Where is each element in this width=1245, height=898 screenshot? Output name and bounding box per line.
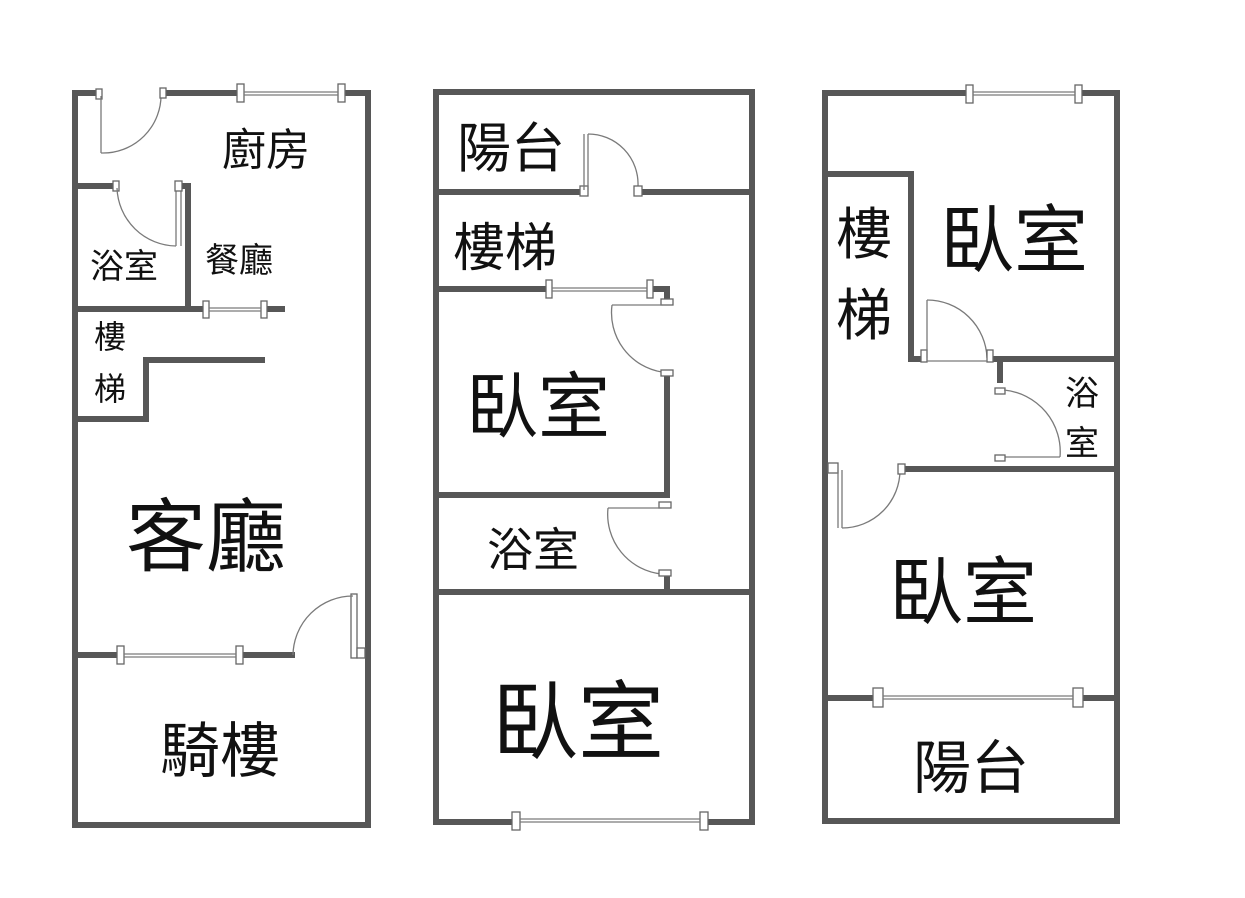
dining-window[interactable] (202, 300, 268, 319)
living-room-label: 客廳 (126, 491, 286, 584)
bedroom-lower-door[interactable] (827, 462, 906, 529)
balcony-window[interactable] (872, 687, 1084, 708)
kitchen-entry-door[interactable] (95, 87, 167, 154)
balcony-door[interactable] (579, 133, 643, 197)
arcade-label: 騎樓 (160, 717, 280, 787)
arcade-window[interactable] (116, 645, 244, 665)
bathroom-label: 浴室 (90, 247, 158, 287)
bathroom-label-bottom: 室 (1065, 424, 1099, 464)
dining-label: 餐廳 (205, 241, 273, 281)
bedroom-lower-label: 臥室 (889, 550, 1037, 636)
bathroom-door[interactable] (607, 501, 672, 577)
bedroom-upper-label: 臥室 (940, 198, 1088, 284)
kitchen-label: 廚房 (222, 125, 310, 176)
balcony-label: 陽台 (913, 734, 1029, 802)
stairs-label: 樓梯 (453, 219, 557, 279)
stairs-label-bottom: 梯 (94, 370, 126, 408)
bedroom-upper-door[interactable] (610, 298, 674, 377)
living-room-front-door[interactable] (292, 593, 366, 659)
stairs-window[interactable] (545, 279, 654, 299)
floor-3-walls (822, 90, 1120, 824)
stairs-label-top: 樓 (836, 203, 892, 268)
bathroom-label-top: 浴 (1065, 374, 1099, 414)
bathroom-label: 浴室 (487, 523, 579, 577)
kitchen-window[interactable] (236, 83, 346, 103)
bathroom-door[interactable] (112, 180, 183, 247)
bedroom-upper-door[interactable] (920, 299, 994, 363)
balcony-label: 陽台 (457, 117, 565, 180)
stairs-label-top: 樓 (94, 318, 126, 356)
top-window[interactable] (965, 84, 1083, 104)
floor-2-walls (433, 89, 755, 825)
floor-2-plan: 陽台 樓梯 臥室 浴室 臥室 (433, 89, 755, 831)
bedroom-lower-window[interactable] (511, 811, 709, 831)
bedroom-upper-label: 臥室 (466, 365, 610, 449)
bathroom-door[interactable] (994, 387, 1061, 462)
floor-1-plan: 廚房 浴室 餐廳 樓 梯 客廳 騎樓 (72, 83, 371, 828)
stairs-label-bottom: 梯 (836, 284, 892, 349)
floor-3-plan: 樓 梯 臥室 浴 室 臥室 陽台 (822, 84, 1120, 824)
bedroom-lower-label: 臥室 (492, 673, 664, 773)
